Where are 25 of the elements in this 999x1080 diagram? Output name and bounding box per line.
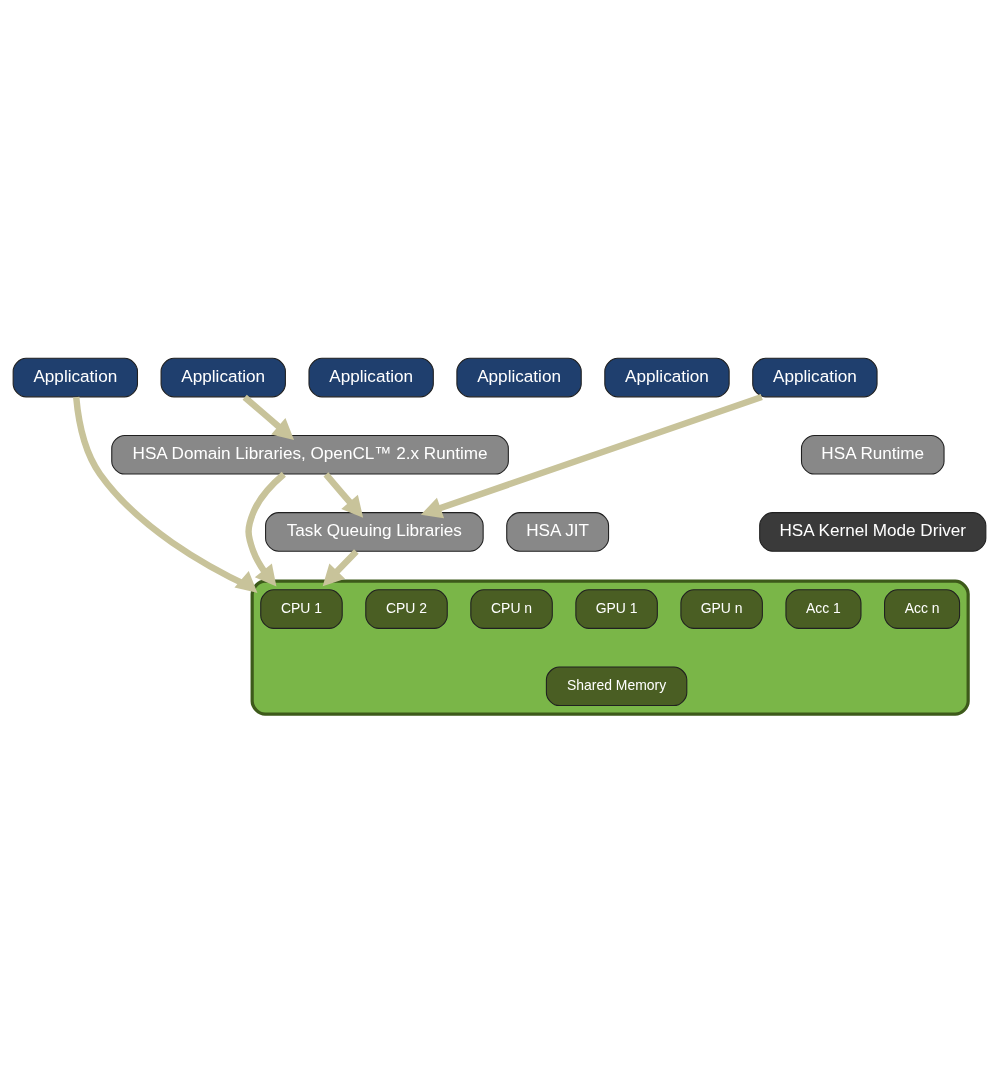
node-box: Task Queuing Libraries bbox=[265, 511, 484, 552]
cluster bbox=[250, 579, 970, 716]
node-box: HSA Runtime bbox=[800, 434, 945, 475]
arrow bbox=[245, 471, 286, 587]
node-box: Application bbox=[308, 357, 434, 397]
arrow bbox=[322, 548, 359, 586]
node-box: Application bbox=[752, 357, 878, 397]
arrow bbox=[242, 394, 295, 440]
node-box: Acc 1 bbox=[785, 588, 862, 629]
arrow bbox=[73, 396, 258, 593]
node-box: CPU n bbox=[470, 588, 553, 629]
node-box: HSA Kernel Mode Driver bbox=[759, 511, 987, 552]
node-box: Application bbox=[456, 357, 582, 397]
node-box: Application bbox=[604, 357, 730, 397]
node-box: Shared Memory bbox=[545, 665, 688, 706]
node-box: CPU 2 bbox=[365, 588, 448, 629]
node-box: CPU 1 bbox=[260, 588, 343, 629]
node-box: GPU n bbox=[680, 588, 763, 629]
node-box: HSA Domain Libraries, OpenCL™ 2.x Runtime bbox=[111, 434, 509, 475]
node-box: Application bbox=[160, 357, 286, 397]
node-box: Acc n bbox=[884, 588, 961, 629]
node-box: HSA JIT bbox=[506, 511, 610, 552]
arrow bbox=[323, 471, 364, 518]
node-box: GPU 1 bbox=[575, 588, 658, 629]
node-box: Application bbox=[12, 357, 139, 397]
